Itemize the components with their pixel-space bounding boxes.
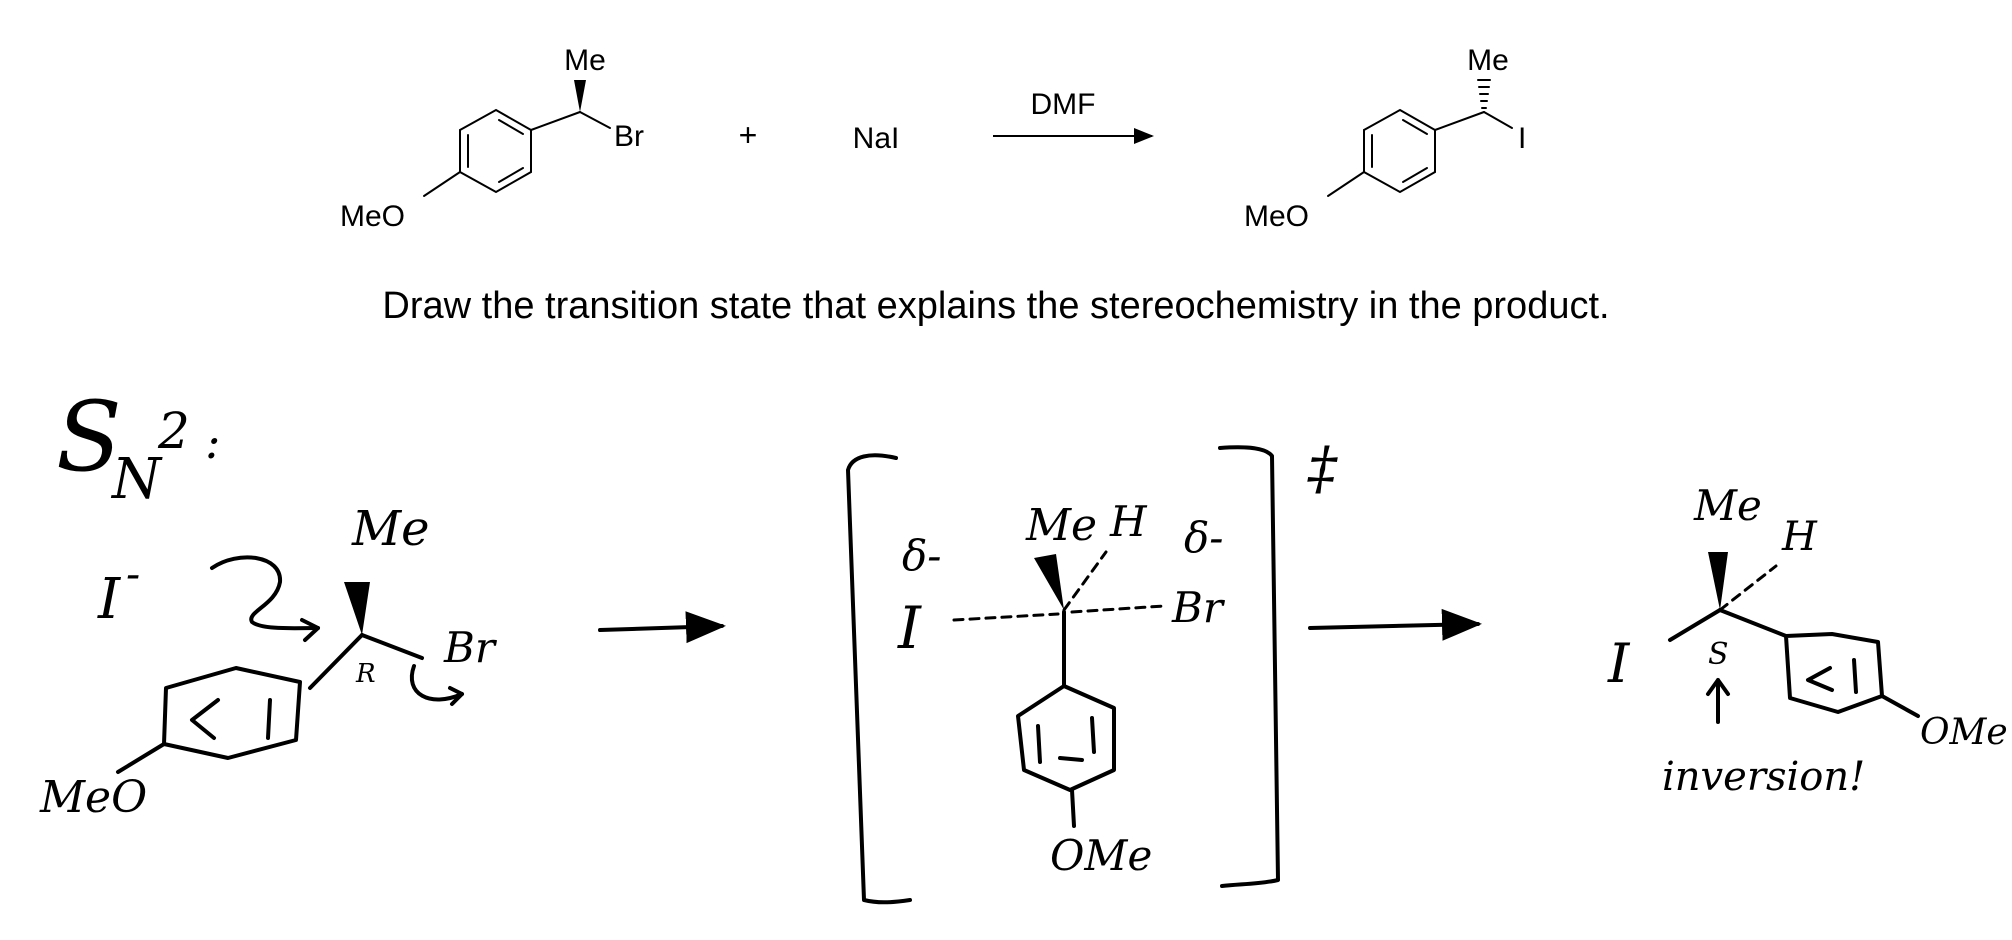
final-iodine-label: I — [1607, 632, 1631, 695]
ts-methoxy-label: OMe — [1050, 831, 1152, 880]
final-methoxy-label: OMe — [1920, 712, 2008, 753]
final-methyl-label: Me — [1693, 481, 1762, 530]
reactant-bromine-label: Br — [614, 120, 644, 153]
reactant-wedge-bond — [574, 80, 586, 112]
reactant-c-br-bond — [579, 111, 611, 129]
ts-wedge-bond — [1034, 554, 1064, 610]
reactant-methoxy-label: MeO — [340, 200, 405, 233]
ts-hydrogen-label: H — [1109, 497, 1148, 546]
ts-right-bracket — [1218, 445, 1280, 888]
final-c-i-bond — [1668, 608, 1722, 642]
product-ring-to-stereocenter-bond — [1434, 111, 1485, 131]
reactant-benzene-ring — [459, 108, 532, 194]
ts-delta-right: δ- — [1184, 513, 1223, 562]
arrow-to-product — [1308, 608, 1482, 641]
product-iodine-label: I — [1518, 122, 1526, 155]
ts-methyl-label: Me — [1025, 500, 1097, 551]
step1-benzene-ring — [162, 666, 302, 760]
product-benzene-ring — [1363, 108, 1436, 194]
iodide-charge-label: - — [126, 549, 140, 598]
step1-config-label: R — [355, 659, 376, 689]
mechanism-label-superscript: 2 — [157, 402, 190, 460]
product-structure: Me I MeO — [1244, 44, 1526, 233]
mechanism-label-subscript: N — [110, 447, 163, 512]
reagent-label: NaI — [853, 122, 900, 155]
reactant-ring-to-stereocenter-bond — [530, 111, 581, 131]
ts-benzene-ring — [1016, 684, 1116, 792]
product-drawing: Me H I S OMe inversion! — [1607, 481, 2008, 800]
mechanism-label-colon: : — [205, 415, 221, 469]
final-benzene-ring — [1784, 632, 1884, 714]
solvent-label: DMF — [1031, 88, 1096, 121]
mechanism-label: S N 2 : — [56, 381, 221, 512]
ts-iodine-label: I — [897, 594, 922, 662]
final-hydrogen-label: H — [1781, 514, 1818, 560]
product-methoxy-label: MeO — [1244, 200, 1309, 233]
product-methyl-label: Me — [1467, 44, 1509, 77]
step1-ring-to-oxygen-bond — [116, 742, 166, 774]
ts-breaking-bond — [1070, 604, 1166, 614]
ts-bromine-label: Br — [1171, 583, 1226, 632]
reactant-methyl-label: Me — [564, 44, 606, 77]
ts-left-bracket — [846, 453, 912, 905]
plus-sign: + — [739, 117, 758, 153]
product-c-i-bond — [1483, 111, 1513, 129]
ts-hashed-bond — [1062, 550, 1108, 612]
step1-methoxy-label: MeO — [39, 772, 147, 823]
ts-delta-left: δ- — [902, 531, 941, 580]
leaving-group-arrowhead — [448, 686, 464, 706]
transition-state-drawing: ‡ δ- δ- I Me H Br OMe — [846, 434, 1338, 905]
final-ring-to-oxygen-bond — [1880, 694, 1920, 718]
final-config-label: S — [1708, 637, 1729, 672]
reactant-structure: Me Br MeO — [340, 44, 644, 233]
step1-c-br-bond — [360, 633, 424, 660]
final-wedge-bond — [1708, 552, 1728, 610]
leaving-group-arrow — [410, 664, 464, 702]
ts-forming-bond — [952, 612, 1060, 622]
nucleophile-attack-arrow — [210, 555, 320, 631]
final-ring-bond — [1718, 608, 1788, 638]
arrow-to-transition-state — [598, 611, 726, 644]
reactant-ring-to-oxygen-bond — [423, 171, 461, 197]
product-ring-to-oxygen-bond — [1327, 171, 1365, 197]
mechanism-label-main: S — [56, 381, 122, 493]
iodide-label: I — [97, 567, 122, 632]
sn2-substrate-drawing: I - Me Br R MeO — [39, 501, 498, 823]
inversion-pointer-arrow — [1706, 678, 1730, 724]
ts-double-dagger: ‡ — [1307, 434, 1338, 502]
product-hashed-bond — [1477, 79, 1491, 109]
step1-ring-bond — [308, 633, 364, 690]
question-text: Draw the transition state that explains … — [382, 285, 1609, 327]
inversion-note: inversion! — [1662, 754, 1865, 800]
final-hashed-bond — [1718, 564, 1778, 612]
step1-bromine-label: Br — [443, 623, 498, 672]
step1-methyl-label: Me — [351, 501, 430, 557]
nucleophile-attack-arrowhead — [300, 618, 320, 642]
step1-wedge-bond — [344, 582, 370, 635]
ts-ring-to-oxygen-bond — [1070, 788, 1076, 828]
